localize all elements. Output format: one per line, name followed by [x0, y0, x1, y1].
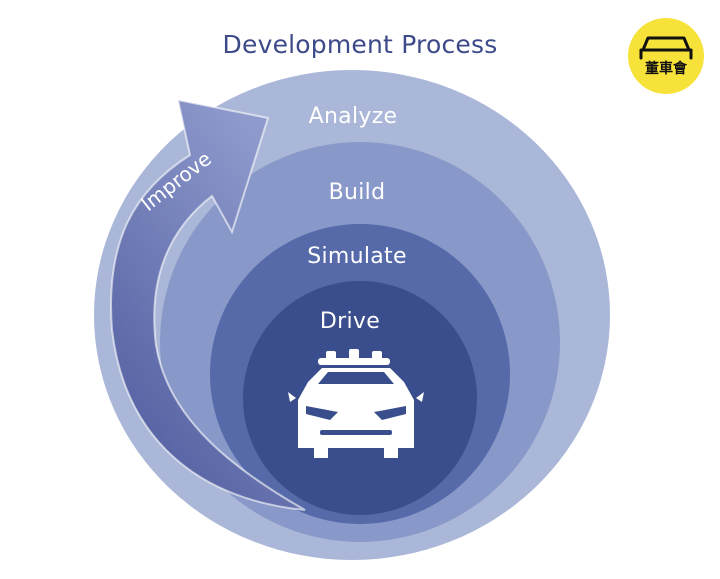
- improve-arrow: [110, 98, 306, 511]
- label-analyze: Analyze: [308, 104, 398, 129]
- label-build: Build: [328, 180, 386, 205]
- diagram-title: Development Process: [222, 30, 498, 59]
- label-simulate: Simulate: [307, 244, 407, 269]
- badge-text: 董車會: [645, 61, 687, 77]
- autonomous-car-icon: [288, 349, 424, 458]
- car-details: [306, 372, 406, 435]
- badge-car-outline-icon: [628, 18, 704, 94]
- label-drive: Drive: [319, 309, 381, 334]
